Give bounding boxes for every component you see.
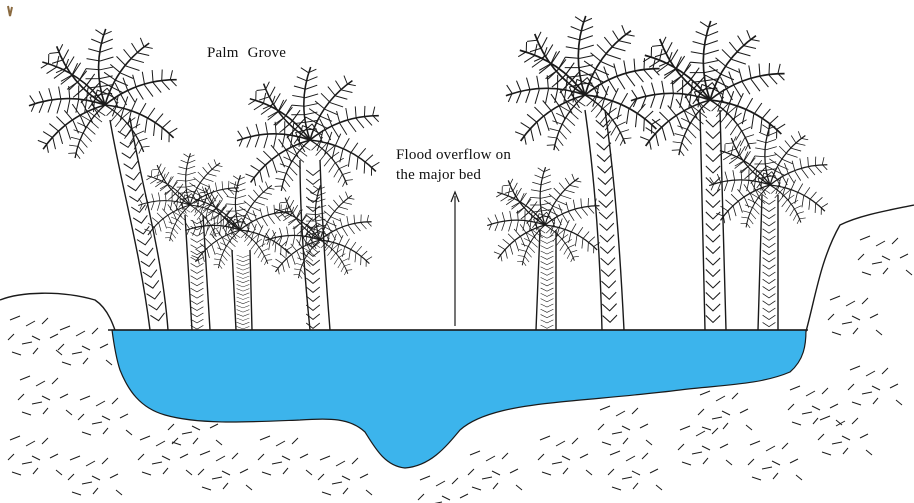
flood-level-arrow [451, 192, 459, 326]
palm-tree [503, 13, 664, 330]
river-channel-water [112, 330, 806, 468]
palm-tree [707, 122, 831, 330]
palm-tree [137, 152, 242, 330]
palm-tree [628, 18, 789, 330]
palm-tree [485, 165, 603, 330]
ink-mark [8, 6, 12, 16]
palm-tree [27, 27, 182, 330]
flood-overflow-label-line1: Flood overflow on [396, 146, 511, 164]
palm-grove-label: Palm Grove [207, 44, 286, 62]
palm-tree [235, 65, 384, 330]
flood-overflow-label-line2: the major bed [396, 166, 481, 184]
